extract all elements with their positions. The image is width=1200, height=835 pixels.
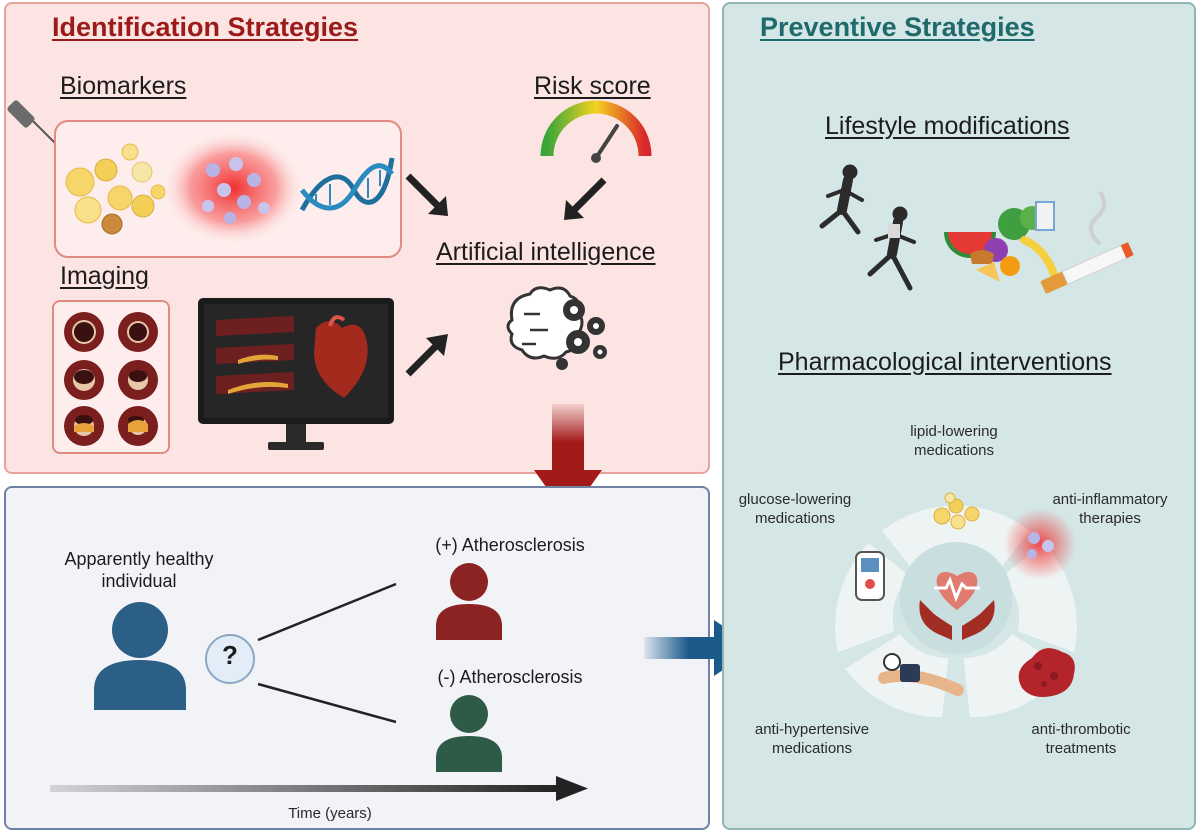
positive-person-icon: [436, 563, 502, 640]
ai-brain-gears-icon: [506, 286, 607, 370]
risk-gauge-icon: [540, 100, 652, 163]
anti-thrombotic-label: anti-thrombotic treatments: [1031, 721, 1131, 757]
lipid-lowering-label: lipid-lowering medications: [910, 423, 998, 459]
cigarette-icon: [1040, 190, 1134, 294]
identification-title: Identification Strategies: [52, 12, 359, 42]
risk-score-heading: Risk score: [534, 72, 651, 100]
anti-inflammatory-label: anti-inflammatory therapies: [1052, 491, 1168, 527]
lipid-particles-icon: [65, 143, 166, 235]
monitor-scan-icon: [198, 298, 394, 450]
ai-heading: Artificial intelligence: [436, 238, 656, 266]
question-bubble: [205, 634, 255, 684]
inflammation-therapy-icon: [1004, 508, 1076, 580]
time-label: Time (years): [288, 805, 372, 822]
question-mark: ?: [222, 640, 238, 670]
biomarkers-to-ai-arrow: [405, 173, 448, 216]
lipid-medication-icon: [933, 492, 980, 530]
glucose-lowering-label: glucose-lowering medications: [738, 491, 852, 527]
imaging-heading: Imaging: [60, 262, 149, 290]
riskscore-to-ai-arrow: [564, 177, 607, 220]
dna-icon: [299, 157, 395, 212]
positive-atherosclerosis-label: (+) Atherosclerosis: [435, 535, 585, 555]
glucose-meter-icon: [855, 551, 885, 601]
time-arrow: [50, 776, 588, 801]
runners-icon: [819, 164, 916, 291]
pharma-heading: Pharmacological interventions: [778, 348, 1112, 376]
imaging-to-ai-arrow: [405, 334, 448, 377]
inflammation-cells-icon: [161, 130, 305, 246]
negative-person-icon: [436, 695, 502, 772]
anti-hypertensive-label: anti-hypertensive medications: [754, 721, 870, 757]
thrombus-icon: [1018, 648, 1075, 697]
negative-atherosclerosis-label: (-) Atherosclerosis: [437, 667, 583, 687]
healthy-food-icon: [944, 201, 1058, 282]
lifestyle-heading: Lifestyle modifications: [825, 112, 1070, 140]
healthy-individual-label: Apparently healthy individual: [64, 549, 214, 591]
vessel-cross-sections-icon: [64, 312, 158, 446]
outcome-branches: [257, 582, 397, 724]
healthy-person-icon: [94, 602, 186, 710]
blood-pressure-icon: [878, 653, 964, 696]
biomarkers-heading: Biomarkers: [60, 72, 187, 100]
preventive-title: Preventive Strategies: [760, 12, 1035, 42]
heart-hands-icon: [919, 572, 995, 640]
